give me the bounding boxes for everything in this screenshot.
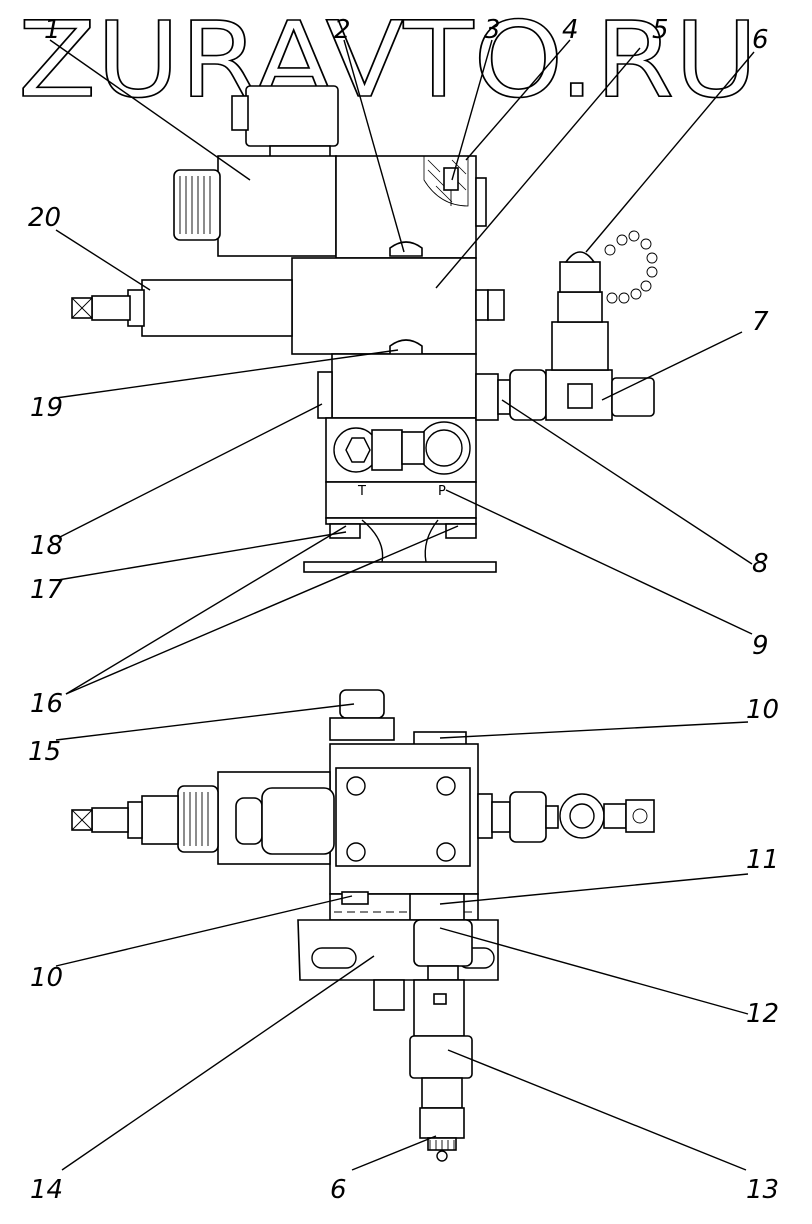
callout-17: 17 [30, 575, 64, 605]
callout-16: 16 [30, 689, 63, 719]
callout-9: 9 [752, 631, 769, 661]
valve-body-lower [331, 353, 477, 419]
callout-8: 8 [752, 549, 769, 579]
callout-1: 1 [44, 15, 61, 45]
port-label-p: P [438, 484, 446, 499]
callout-13: 13 [746, 1175, 779, 1205]
callout-20: 20 [28, 203, 61, 233]
leader-lines [49, 39, 755, 1171]
callout-14: 14 [30, 1175, 63, 1205]
callout-5: 5 [652, 15, 669, 45]
callout-18: 18 [30, 531, 63, 561]
callout-3: 3 [484, 15, 501, 45]
dust-cap-chain [604, 230, 658, 304]
mounting-plate [303, 561, 497, 573]
bottom-view [71, 689, 655, 1162]
tee-fitting-lower [409, 1035, 473, 1079]
callout-4: 4 [562, 15, 579, 45]
callout-labels: 1 2 3 4 5 6 7 8 9 10 11 12 13 14 15 16 1… [28, 15, 779, 1205]
callout-12: 12 [746, 999, 779, 1029]
solenoid-coil [217, 155, 337, 257]
port-label-t: T [357, 484, 366, 499]
callout-6-bottom: 6 [330, 1175, 347, 1205]
callout-11: 11 [746, 845, 779, 875]
callout-19: 19 [30, 393, 63, 423]
top-view: T P [71, 85, 658, 573]
watermark-text: ZURAVTO.RU [18, 0, 758, 121]
callout-6: 6 [752, 25, 769, 55]
callout-10-right: 10 [746, 695, 779, 725]
callout-2: 2 [334, 15, 351, 45]
callout-15: 15 [28, 737, 61, 767]
callout-7: 7 [752, 307, 769, 337]
callout-10-left: 10 [30, 963, 63, 993]
